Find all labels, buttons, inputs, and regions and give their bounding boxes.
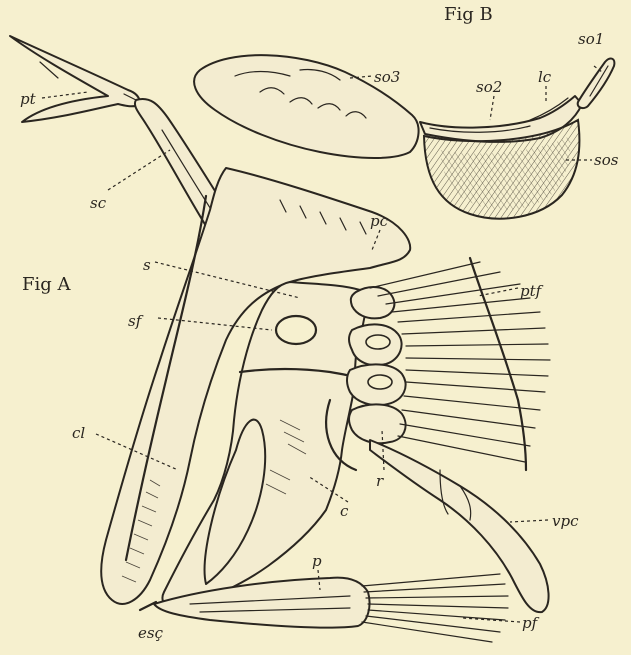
bone-post-temporal xyxy=(10,36,140,122)
label-p: p xyxy=(312,552,322,570)
bone-esc-tip xyxy=(140,602,156,610)
radial-1 xyxy=(351,287,395,318)
label-so2: so2 xyxy=(476,78,502,96)
pelvic-fin-rays xyxy=(362,574,508,642)
label-esc: esç xyxy=(138,624,164,642)
label-pc: pc xyxy=(370,212,389,230)
scapular-foramen xyxy=(276,316,316,344)
fig-b-title: Fig B xyxy=(444,4,493,25)
label-pf: pf xyxy=(522,614,540,632)
label-vpc: vpc xyxy=(552,512,579,530)
label-r: r xyxy=(376,472,384,490)
leader-pt xyxy=(42,92,88,98)
label-pt: pt xyxy=(20,90,37,108)
label-c: c xyxy=(340,502,349,520)
radial-2-hole xyxy=(366,335,390,349)
label-sos: sos xyxy=(594,151,619,169)
label-so1: so1 xyxy=(578,30,604,48)
fig-a-title: Fig A xyxy=(22,274,71,295)
label-cl: cl xyxy=(72,424,85,442)
label-sf: sf xyxy=(128,312,144,330)
radial-3-hole xyxy=(368,375,392,389)
bone-so1 xyxy=(578,59,615,109)
label-so3: so3 xyxy=(374,68,400,86)
label-sc: sc xyxy=(90,194,107,212)
label-lc: lc xyxy=(538,68,552,86)
label-ptf: ptf xyxy=(520,282,544,300)
leader-sc xyxy=(108,150,170,190)
leader-so2 xyxy=(490,96,494,120)
radial-4 xyxy=(349,404,406,443)
leader-vpc xyxy=(510,520,548,522)
label-s: s xyxy=(143,256,151,274)
